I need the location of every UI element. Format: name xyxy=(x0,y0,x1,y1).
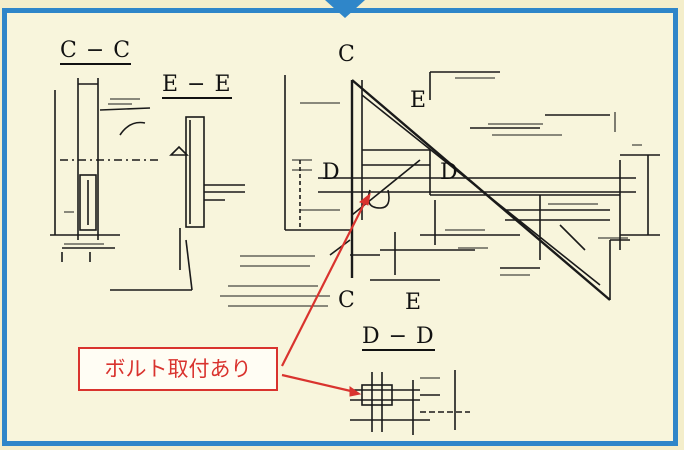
section-dd-drawing xyxy=(350,370,470,435)
cut-mark-d-right: D xyxy=(440,160,459,185)
callout-leaders xyxy=(281,192,371,397)
bolt-mounting-callout: ボルト取付あり xyxy=(78,347,278,391)
cut-mark-c-top: C xyxy=(338,42,356,67)
cut-mark-e-top: E xyxy=(410,88,428,113)
cut-mark-d-left: D xyxy=(322,160,341,185)
section-cc-drawing xyxy=(50,78,160,262)
section-ee-title: E − E xyxy=(162,72,232,99)
cut-mark-c-bottom: C xyxy=(338,288,356,313)
cut-mark-e-bottom: E xyxy=(405,290,423,315)
dimension-notes xyxy=(64,77,642,421)
section-cc-title: C − C xyxy=(60,38,132,65)
section-ee-drawing xyxy=(110,116,245,291)
main-view-drawing xyxy=(284,71,660,301)
section-dd-title: D − D xyxy=(362,324,435,351)
arrow-down-icon xyxy=(325,0,365,18)
